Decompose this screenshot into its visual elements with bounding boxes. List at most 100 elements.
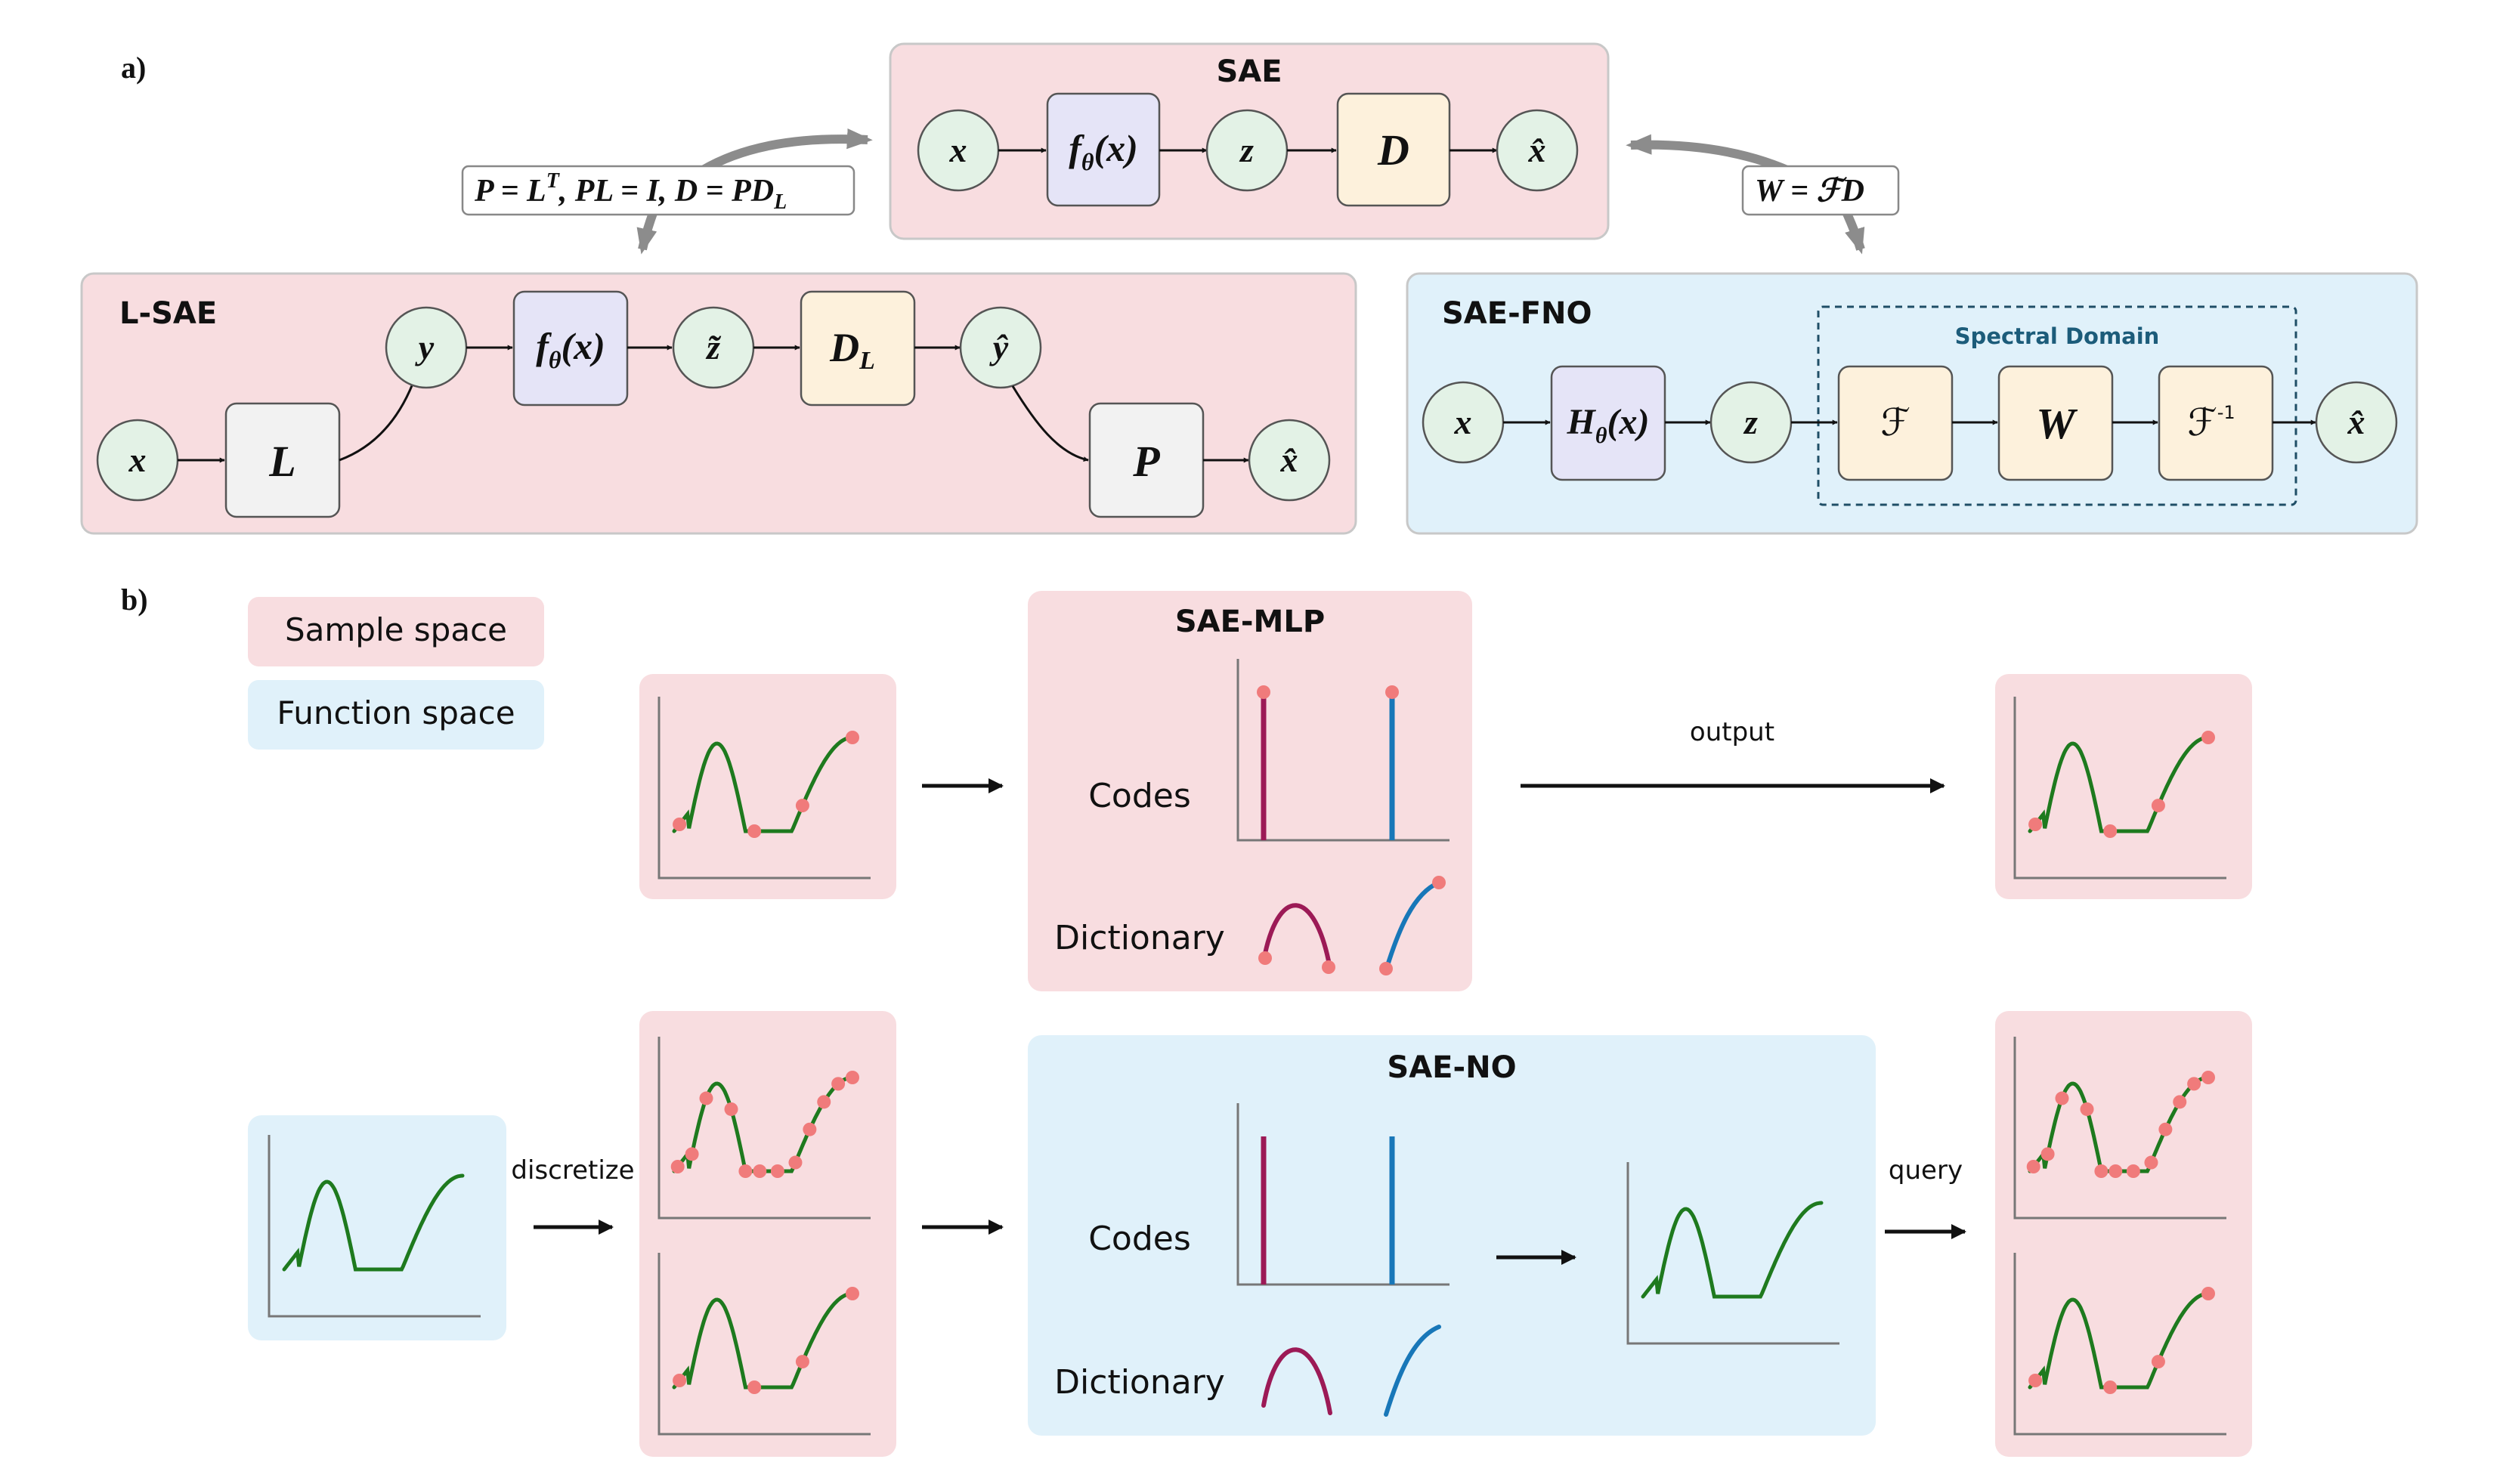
mlp-input-plot-sample-point-0 [673,818,687,831]
mlp-output-label: output [1690,717,1774,747]
mlp-output-plot-axes [2013,697,2226,880]
mlp-output-plot-sample-point-2 [2151,799,2165,813]
no-input-dense-plot-sample-point-11 [846,1071,859,1084]
no-reconstructed-function-plot-axes [1626,1162,1839,1345]
no-input-function-panel [248,1115,506,1340]
mlp-dictionary-atom-1 [1261,903,1332,971]
lsae-l-label: L [268,437,295,486]
mlp-dictionary-atom-1-point-a [1258,951,1272,965]
no-input-dense-plot-sample-point-4 [738,1164,753,1178]
mlp-input-plot-sample-point-1 [747,824,762,838]
mlp-dictionary-atom-2-point-a [1379,962,1393,975]
sae-mlp-codes-label: Codes [1088,777,1191,815]
no-output-dense-plot-sample-point-5 [2109,1164,2123,1178]
lsae-arrow-l-y [339,379,416,462]
no-output-sparse-plot-axes [2013,1253,2226,1436]
no-dictionary-atom-1 [1261,1347,1332,1415]
sae-no-dictionary-label: Dictionary [1054,1363,1225,1402]
relation-left-box [461,165,855,216]
no-input-sparse-plot-sample-point-3 [846,1287,859,1300]
lsae-node-xhat [1248,419,1331,502]
no-output-sparse-plot-sample-point-2 [2151,1355,2165,1369]
no-output-dense-plot-sample-point-6 [2126,1164,2140,1178]
saefno-node-z-label: z [1743,403,1758,441]
mlp-input-plot-curve [672,735,855,833]
no-input-dense-plot-sample-point-6 [770,1164,784,1178]
no-input-sparse-plot-curve [672,1291,855,1390]
no-input-dense-plot-axes [657,1037,871,1220]
sae-decoder-label: D [1377,125,1409,175]
no-input-dense-plot-sample-point-10 [831,1077,846,1091]
no-output-dense-plot-sample-point-4 [2094,1164,2109,1178]
relation-right-box [1741,165,1900,216]
no-output-dense-plot-axes [2013,1037,2226,1220]
no-output-sparse-plot-sample-point-3 [2201,1287,2215,1300]
no-input-dense-plot-sample-point-2 [699,1091,713,1105]
sae-node-xhat [1496,109,1579,192]
no-output-dense-plot-sample-point-9 [2173,1095,2187,1109]
lsae-node-yhat [959,306,1042,389]
no-function-input-plot-axes [268,1135,481,1318]
sae-no-panel [1028,1035,1876,1436]
no-function-input-plot-curve [282,1173,465,1272]
saefno-title: SAE-FNO [1442,296,1592,331]
saefno-node-xhat-label: x̂ [2347,403,2365,441]
mlp-input-plot-axes [657,697,871,880]
saefno-inverse-fourier-label: ℱ-1 [2187,400,2235,444]
no-output-sparse-plot-sample-point-0 [2028,1374,2043,1387]
no-output-dense-plot-sample-point-7 [2144,1155,2158,1170]
no-input-sparse-plot-sample-point-1 [747,1380,762,1394]
no-input-dense-plot-sample-point-0 [670,1160,685,1173]
legend-function-swatch [248,680,544,750]
lsae-node-x-label: x [128,441,147,479]
no-output-dense-plot-sample-point-3 [2080,1102,2094,1116]
saefno-node-x-label: x [1454,403,1472,441]
no-dictionary-atom-2 [1384,1325,1441,1417]
no-output-dense-plot-sample-point-8 [2158,1122,2173,1136]
lsae-block: L-SAE x L y fθ(x) z̃ DL ŷ P x̂ [80,272,1357,535]
plot-layer [268,659,2226,1436]
mlp-output-sample-panel [1995,674,2252,899]
no-input-dense-plot-sample-point-3 [724,1102,738,1116]
mlp-output-plot-sample-point-1 [2103,824,2118,838]
mlp-output-plot-sample-point-0 [2028,818,2043,831]
saefno-encoder-label: Hθ(x) [1567,402,1650,448]
sae-no-title: SAE-NO [1387,1050,1516,1085]
lsae-p-label: P [1132,437,1160,486]
spectral-domain-frame [1817,305,2297,506]
saefno-node-xhat [2315,381,2398,464]
lsae-arrow-y-p [1011,385,1089,462]
sae-no-codes-label: Codes [1088,1220,1191,1258]
legend-function-label: Function space [277,694,515,731]
no-query-label: query [1889,1155,1963,1186]
no-input-sparse-plot-sample-point-0 [673,1374,687,1387]
legend-sample-label: Sample space [285,611,507,648]
no-output-dense-plot-sample-point-1 [2040,1147,2055,1161]
sae-node-xhat-label: x̂ [1528,131,1546,169]
sae-node-x-label: x [949,131,967,169]
no-input-sample-panel [639,1011,896,1457]
no-input-dense-plot-sample-point-9 [817,1095,831,1109]
mlp-codes-axes [1236,659,1450,842]
sae-title: SAE [1216,54,1282,89]
mlp-codes-code-2-point [1385,685,1399,699]
legend-sample-swatch [248,597,544,666]
panel-a-label: a) [121,51,146,85]
no-input-dense-plot-sample-point-1 [685,1147,699,1161]
sae-encoder-label: fθ(x) [1069,127,1138,175]
lsae-encoder-label: fθ(x) [536,325,605,373]
lsae-node-y-label: y [415,328,435,366]
no-codes-axes [1236,1103,1450,1286]
relation-left-text: P = LT, PL = I, D = PDL [474,169,787,214]
no-input-sparse-plot-sample-point-2 [795,1355,809,1369]
mlp-dictionary-atom-1-point-b [1322,960,1335,974]
mlp-input-sample-panel [639,674,896,899]
no-input-dense-plot-sample-point-7 [788,1155,803,1170]
lsae-node-yhat-label: ŷ [989,328,1009,366]
mlp-output-plot-sample-point-3 [2201,731,2215,744]
no-output-dense-plot-sample-point-0 [2026,1160,2040,1173]
mlp-input-plot-sample-point-2 [795,799,809,813]
no-input-dense-plot-sample-point-5 [753,1164,767,1178]
mlp-dictionary-atom-2-point-b [1432,876,1446,889]
